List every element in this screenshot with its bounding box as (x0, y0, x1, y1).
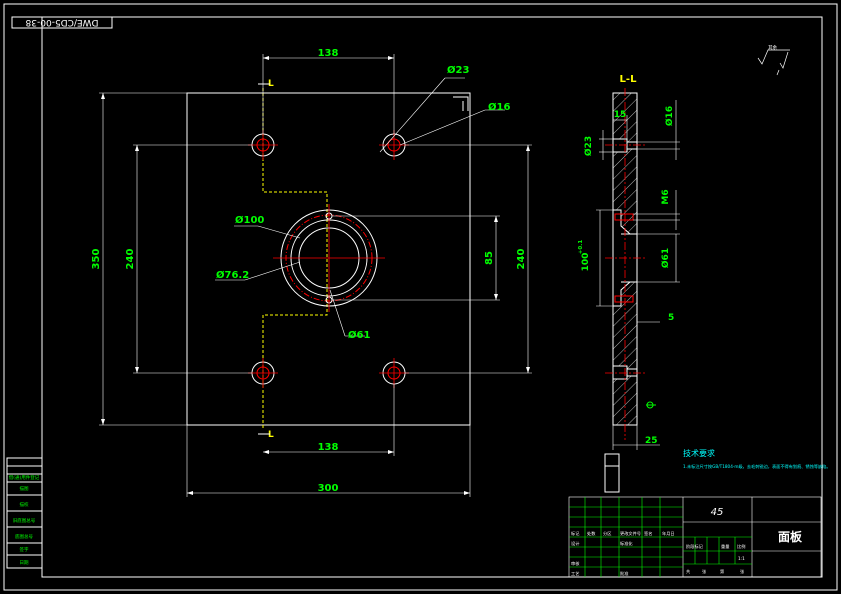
side-label-box (604, 453, 620, 493)
plate-outline (186, 92, 471, 426)
left-binding-strip (6, 457, 43, 569)
dim-dia-76: Ø76.2 (216, 269, 249, 281)
tb-label: 重量 (721, 543, 729, 550)
dim-center-height: 85 (484, 251, 495, 265)
corner-holes (251, 133, 406, 385)
tb-label: 分区 (603, 530, 611, 537)
front-view: L L (91, 48, 532, 497)
sec-dim-dia61: Ø61 (660, 248, 671, 268)
title-block-labels: 标记 处数 分区 更改文件号 签名 年月日 设计 标准化 审核 工艺 批准 阶段… (571, 530, 745, 577)
section-view: L-L (578, 74, 680, 450)
title-block (568, 496, 822, 578)
tb-label: 张 (702, 568, 707, 575)
left-strip-label: 描校 (20, 501, 29, 508)
dim-dia-23: Ø23 (447, 64, 469, 76)
sec-dim-100: 100 (581, 253, 591, 272)
tb-label: 1:1 (738, 556, 745, 561)
sec-dim-m6: M6 (661, 189, 671, 204)
inner-border (41, 16, 823, 578)
dim-dia-16: Ø16 (488, 101, 510, 113)
left-strip-label: 描图 (20, 485, 29, 492)
section-cut-line (262, 88, 328, 430)
drawing-code-box: DWE/CD5-00-38 (11, 16, 113, 29)
sec-dim-5: 5 (668, 313, 674, 323)
section-dim-texts: 15 Ø16 Ø23 M6 100 +0.1 Ø61 5 25 (578, 106, 675, 446)
sec-dim-25: 25 (645, 436, 658, 446)
left-strip-label: 签字 (20, 546, 29, 553)
roughness-note: 其余 (768, 44, 777, 51)
front-dim-texts: 138 138 300 350 240 240 85 Ø23 Ø16 Ø100 … (91, 48, 527, 494)
dim-hole-spacing-right: 240 (516, 249, 527, 270)
section-markers: L L (268, 79, 274, 440)
tb-label: 共 (686, 568, 690, 575)
front-dimensions (99, 54, 532, 497)
material-text: 45 (711, 507, 724, 518)
tb-label: 审核 (571, 560, 580, 567)
dim-overall-width: 300 (318, 483, 339, 494)
tb-label: 工艺 (571, 571, 579, 576)
tb-label: 设计 (571, 540, 579, 547)
tb-label: 签名 (644, 530, 652, 537)
dim-top-width: 138 (318, 48, 339, 59)
outer-border (3, 3, 838, 591)
dim-overall-height: 350 (91, 249, 102, 270)
left-strip-label: 旧底图总号 (13, 517, 36, 524)
tech-req-title: 技术要求 (683, 448, 715, 458)
section-dimensions (596, 100, 680, 450)
tb-label: 批准 (620, 570, 628, 577)
section-title: L-L (620, 74, 638, 85)
tb-label: 处数 (587, 530, 596, 537)
dim-dia-100: Ø100 (235, 214, 264, 226)
tech-req-line-1: 1.未标注尺寸按GB/T1804-m级，去毛刺锐边，表面不得有划痕、锈蚀等缺陷。 (683, 463, 831, 470)
tb-label: 比例 (737, 543, 745, 550)
sec-dim-100-tol: +0.1 (578, 240, 584, 255)
tb-label: 张 (740, 568, 745, 575)
left-strip-labels: 借(通)用件登记 描图 描校 旧底图总号 底图总号 签字 日期 (9, 474, 40, 566)
sec-dim-15: 15 (614, 110, 627, 120)
tb-label: 年月日 (662, 530, 675, 537)
tb-label: 标准化 (620, 540, 633, 547)
part-name-text: 面板 (778, 529, 803, 544)
tb-label: 第 (720, 568, 724, 575)
tb-label: 阶段标记 (686, 543, 704, 550)
dim-hole-spacing-left: 240 (125, 249, 136, 270)
section-marker-top: L (268, 79, 274, 89)
tb-label: 标记 (571, 530, 580, 537)
left-strip-label: 日期 (20, 560, 29, 566)
drawing-code-text: DWE/CD5-00-38 (25, 17, 98, 27)
tb-label: 更改文件号 (620, 530, 641, 537)
left-strip-label: 借(通)用件登记 (9, 474, 40, 481)
dim-bottom-width: 138 (318, 442, 339, 453)
sec-dim-dia16: Ø16 (664, 106, 675, 126)
corner-mark (453, 96, 469, 111)
left-strip-label: 底图总号 (15, 533, 33, 540)
dim-dia-61: Ø61 (348, 329, 370, 341)
roughness-symbol (757, 49, 790, 76)
tech-requirements: 技术要求 1.未标注尺寸按GB/T1804-m级，去毛刺锐边，表面不得有划痕、锈… (683, 448, 831, 470)
sec-dim-dia23: Ø23 (583, 136, 594, 156)
section-marker-bottom: L (268, 430, 274, 440)
